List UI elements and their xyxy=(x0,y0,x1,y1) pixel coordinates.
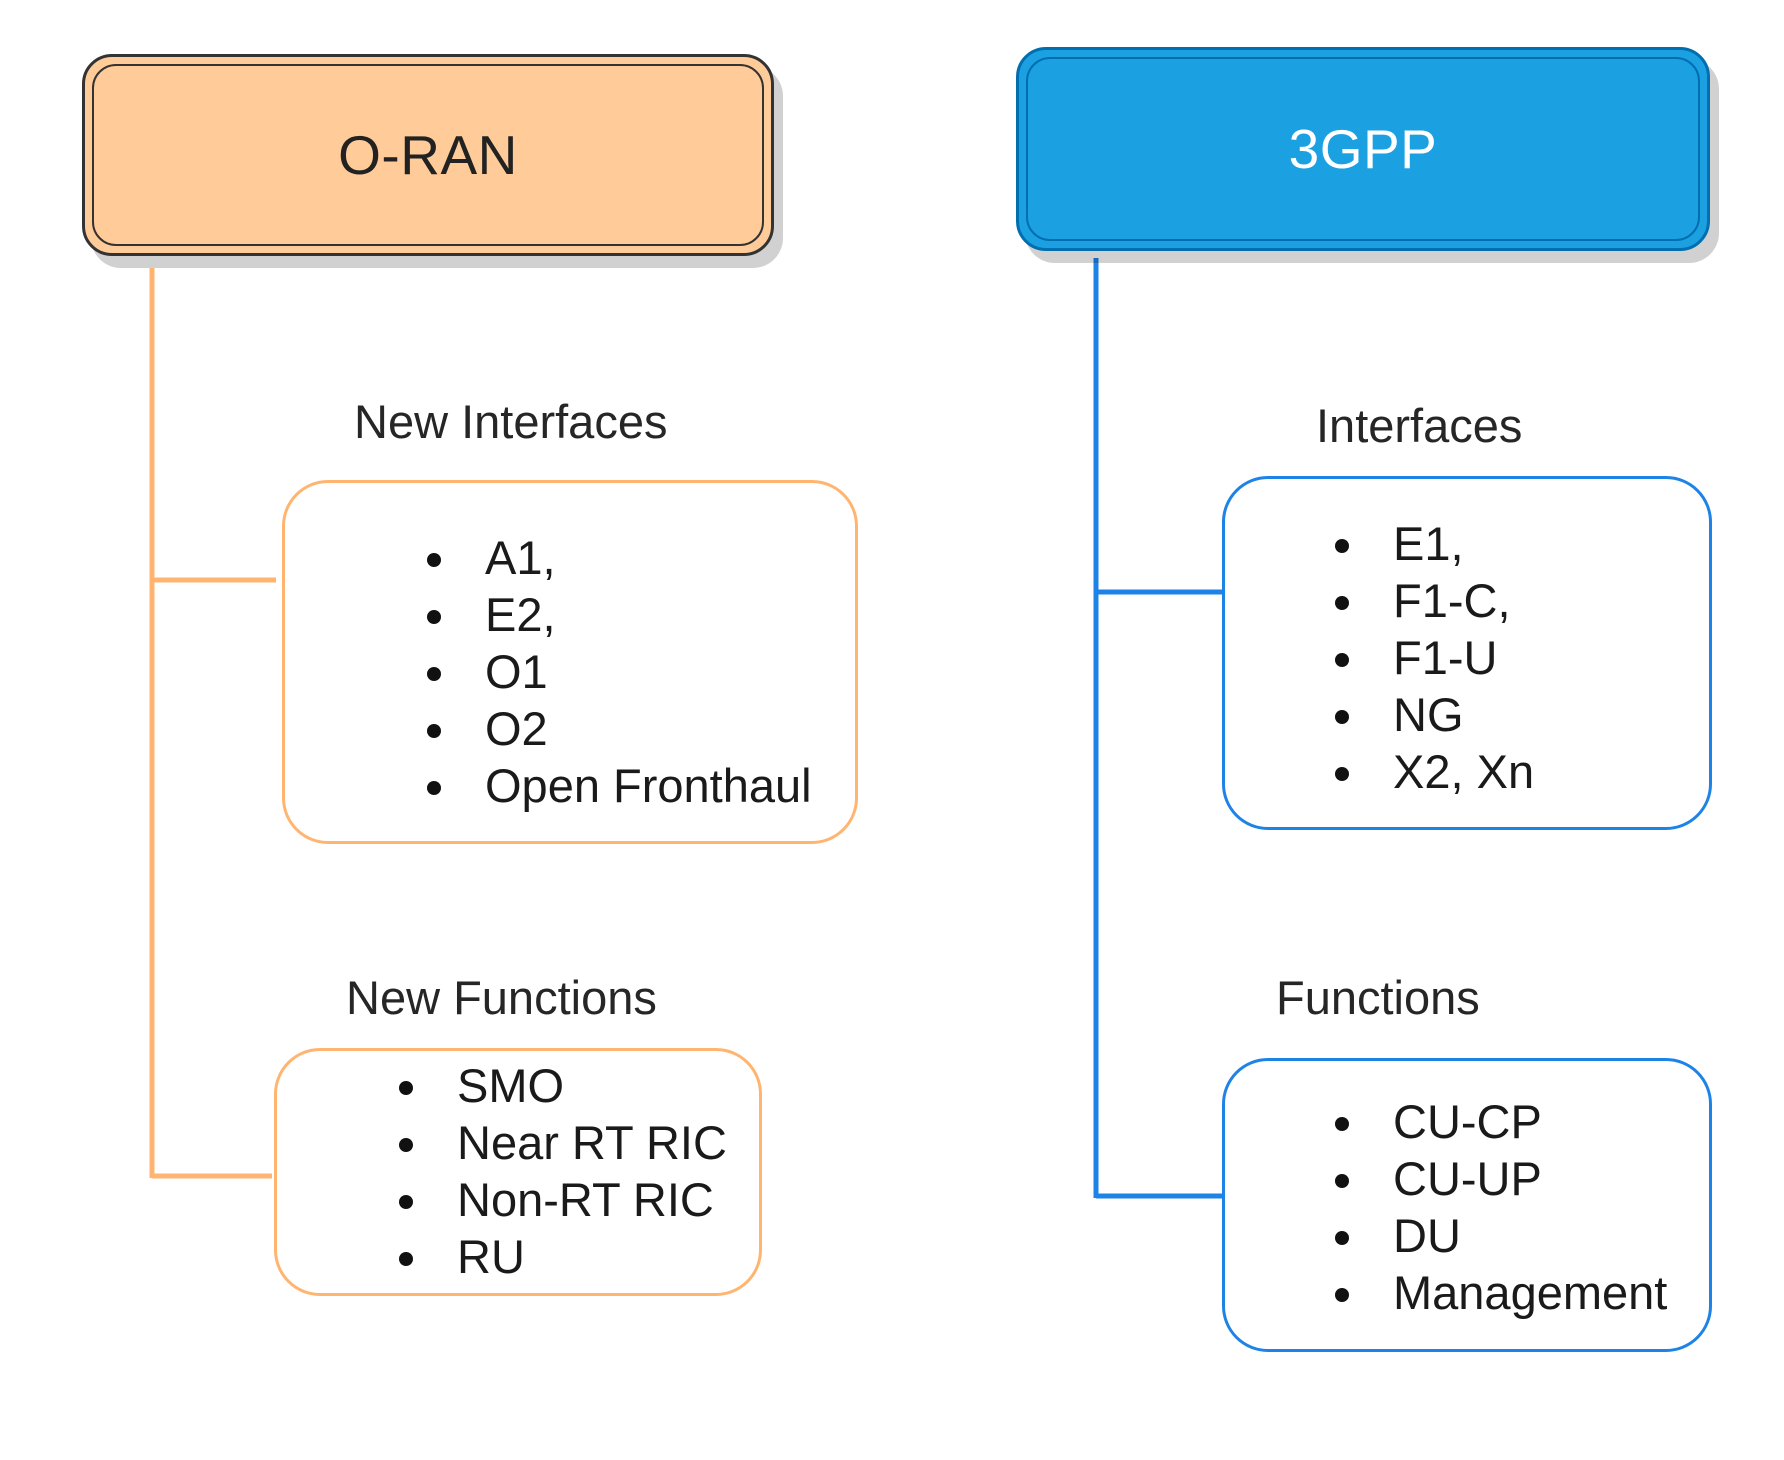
bullet-icon xyxy=(1335,1174,1349,1188)
list-item: DU xyxy=(1335,1207,1667,1264)
bullet-icon xyxy=(399,1081,413,1095)
gpp-title: 3GPP xyxy=(1288,118,1438,180)
gpp-interfaces-box: E1, F1-C, F1-U NG X2, Xn xyxy=(1222,476,1712,830)
oran-functions-list: SMO Near RT RIC Non-RT RIC RU xyxy=(399,1057,727,1285)
bullet-icon xyxy=(427,724,441,738)
oran-functions-heading: New Functions xyxy=(346,971,657,1024)
gpp-interfaces-heading: Interfaces xyxy=(1316,399,1523,452)
oran-title: O-RAN xyxy=(338,124,518,186)
bullet-icon xyxy=(1335,1288,1349,1302)
gpp-functions-box: CU-CP CU-UP DU Management xyxy=(1222,1058,1712,1352)
oran-functions-box: SMO Near RT RIC Non-RT RIC RU xyxy=(274,1048,762,1296)
oran-interfaces-box: A1, E2, O1 O2 Open Fronthaul xyxy=(282,480,858,844)
gpp-header-box: 3GPP xyxy=(1016,47,1710,251)
bullet-icon xyxy=(427,667,441,681)
gpp-functions-heading: Functions xyxy=(1276,971,1480,1024)
list-item: O2 xyxy=(427,700,812,757)
list-item: Near RT RIC xyxy=(399,1114,727,1171)
list-item: Open Fronthaul xyxy=(427,757,812,814)
bullet-icon xyxy=(427,610,441,624)
gpp-functions-list: CU-CP CU-UP DU Management xyxy=(1335,1093,1667,1321)
list-item: RU xyxy=(399,1228,727,1285)
list-item: E1, xyxy=(1335,515,1534,572)
list-item: F1-U xyxy=(1335,629,1534,686)
gpp-interfaces-list: E1, F1-C, F1-U NG X2, Xn xyxy=(1335,515,1534,800)
list-item: O1 xyxy=(427,643,812,700)
list-item: F1-C, xyxy=(1335,572,1534,629)
bullet-icon xyxy=(1335,767,1349,781)
list-item: CU-CP xyxy=(1335,1093,1667,1150)
bullet-icon xyxy=(1335,653,1349,667)
bullet-icon xyxy=(399,1252,413,1266)
bullet-icon xyxy=(399,1195,413,1209)
list-item: NG xyxy=(1335,686,1534,743)
list-item: E2, xyxy=(427,586,812,643)
list-item: Management xyxy=(1335,1264,1667,1321)
bullet-icon xyxy=(399,1138,413,1152)
bullet-icon xyxy=(1335,539,1349,553)
gpp-connectors xyxy=(1093,258,1222,1199)
list-item: X2, Xn xyxy=(1335,743,1534,800)
bullet-icon xyxy=(427,553,441,567)
oran-interfaces-heading: New Interfaces xyxy=(354,395,668,448)
bullet-icon xyxy=(1335,1117,1349,1131)
list-item: A1, xyxy=(427,529,812,586)
bullet-icon xyxy=(1335,1231,1349,1245)
bullet-icon xyxy=(1335,596,1349,610)
list-item: CU-UP xyxy=(1335,1150,1667,1207)
bullet-icon xyxy=(1335,710,1349,724)
oran-interfaces-list: A1, E2, O1 O2 Open Fronthaul xyxy=(427,529,812,814)
bullet-icon xyxy=(427,781,441,795)
oran-connectors xyxy=(149,268,276,1179)
oran-header-box: O-RAN xyxy=(82,54,774,256)
list-item: Non-RT RIC xyxy=(399,1171,727,1228)
list-item: SMO xyxy=(399,1057,727,1114)
